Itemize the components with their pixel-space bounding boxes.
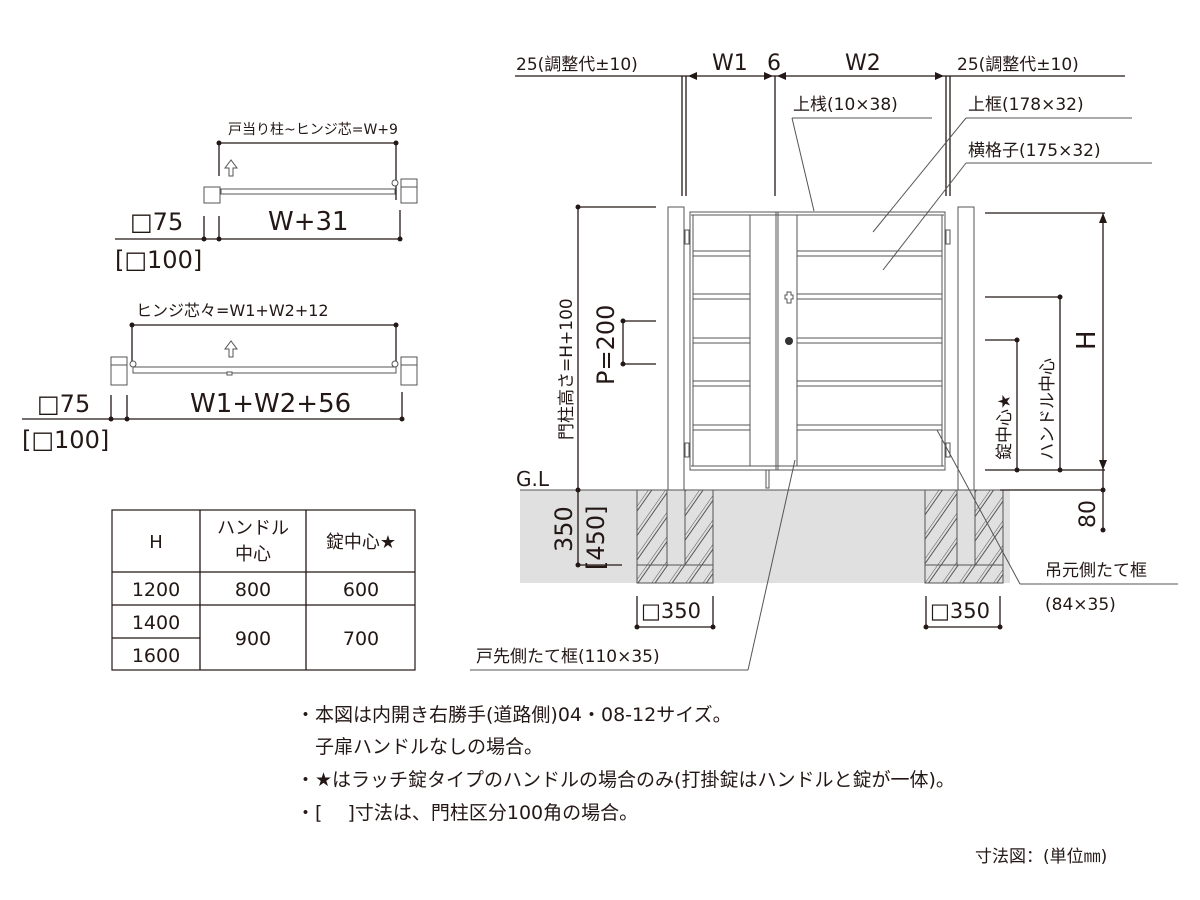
plan-single-top-label: 戸当り柱~ヒンジ芯=W+9 xyxy=(228,122,398,138)
depth-alt-label: [450] xyxy=(582,505,610,570)
handle-center-label: ハンドル中心 xyxy=(1038,358,1058,460)
table-cell: 1400 xyxy=(132,612,180,634)
elevation-view: 25(調整代±10) W1 6 W2 25(調整代±10) 上桟(10×38) … xyxy=(470,51,1178,671)
hinge-icon xyxy=(684,229,690,245)
unit-label: 寸法図：(単位㎜) xyxy=(975,847,1108,867)
plan-single-post-size: □75 xyxy=(130,208,183,236)
open-direction-arrow-icon xyxy=(224,340,238,358)
table-cell: 800 xyxy=(235,579,271,601)
gap-label: 6 xyxy=(767,51,781,76)
dimension-table: H ハンドル中心 錠中心★ 1200 800 600 1400 900 700 … xyxy=(111,509,416,671)
handle-icon xyxy=(784,291,794,304)
note-3: ・[ ]寸法は、門柱区分100角の場合。 xyxy=(296,802,639,824)
post-right xyxy=(400,186,418,204)
plan-double-post-size: □75 xyxy=(37,390,90,418)
post-height-label: 門柱高さ=H+100 xyxy=(557,298,577,440)
table-cell: 600 xyxy=(343,579,379,601)
h-label: H xyxy=(1072,330,1102,350)
note-1b: 子扉ハンドルなしの場合。 xyxy=(296,736,544,758)
foundation-right-size: □350 xyxy=(930,599,990,623)
lock-center-label: 錠中心★ xyxy=(995,394,1015,460)
table-cell: 1200 xyxy=(132,579,180,601)
note-2: ・★はラッチ錠タイプのハンドルの場合のみ(打掛錠はハンドルと錠が一体)。 xyxy=(296,769,955,791)
plan-double-width: W1+W2+56 xyxy=(190,389,351,419)
table-header-handle-line: ハンドル xyxy=(217,518,289,539)
hinge-stile-label: 吊元側たて框 xyxy=(1045,561,1147,581)
plan-double-view: ヒンジ芯々=W1+W2+12 □75 W1+W2+56 [□100] xyxy=(22,301,418,454)
plan-double-top-label: ヒンジ芯々=W1+W2+12 xyxy=(136,301,329,320)
foundation-right xyxy=(924,489,1004,584)
latch-stile-label: 戸先側たて框(110×35) xyxy=(476,647,660,667)
table-cell: 1600 xyxy=(132,645,180,667)
plan-single-width: W+31 xyxy=(268,207,349,237)
depth-80-label: 80 xyxy=(1076,500,1101,528)
gate-post-right xyxy=(957,206,975,491)
left-adjust-label: 25(調整代±10) xyxy=(516,55,638,75)
depth-label: 350 xyxy=(550,506,578,552)
foundation-left-size: □350 xyxy=(641,599,701,623)
post-left xyxy=(203,186,221,204)
w2-label: W2 xyxy=(845,51,881,76)
hinge-icon xyxy=(945,229,951,245)
top-frame-label: 上框(178×32) xyxy=(968,95,1084,115)
table-header-lock: 錠中心★ xyxy=(326,532,396,553)
lock-icon xyxy=(785,337,793,345)
table-header-handle-line: 中心 xyxy=(235,544,271,565)
w1-label: W1 xyxy=(712,51,748,76)
gate-post-left xyxy=(667,206,685,491)
lattice-label: 横格子(175×32) xyxy=(968,141,1101,161)
hinge-icon xyxy=(684,442,690,458)
right-adjust-label: 25(調整代±10) xyxy=(957,55,1079,75)
plan-single-post-size-alt: [□100] xyxy=(115,246,202,274)
pitch-label: P=200 xyxy=(592,305,620,385)
table-header-h: H xyxy=(149,532,163,553)
lattice-bars xyxy=(692,250,943,431)
plan-single-view: 戸当り柱~ヒンジ芯=W+9 □75 W+31 [□100] xyxy=(115,122,418,274)
table-cell: 700 xyxy=(343,628,379,650)
table-header-handle: ハンドル中心 xyxy=(217,518,289,565)
hinge-stile-size: (84×35) xyxy=(1045,595,1116,615)
table-cell: 900 xyxy=(235,628,271,650)
open-direction-arrow-icon xyxy=(224,159,238,177)
note-1: ・本図は内開き右勝手(道路側)04・08-12サイズ。 xyxy=(296,704,732,726)
foundation-left xyxy=(636,489,714,584)
plan-double-post-size-alt: [□100] xyxy=(22,426,109,454)
gl-label: G.L xyxy=(516,467,550,491)
top-rail-label: 上桟(10×38) xyxy=(793,95,898,115)
